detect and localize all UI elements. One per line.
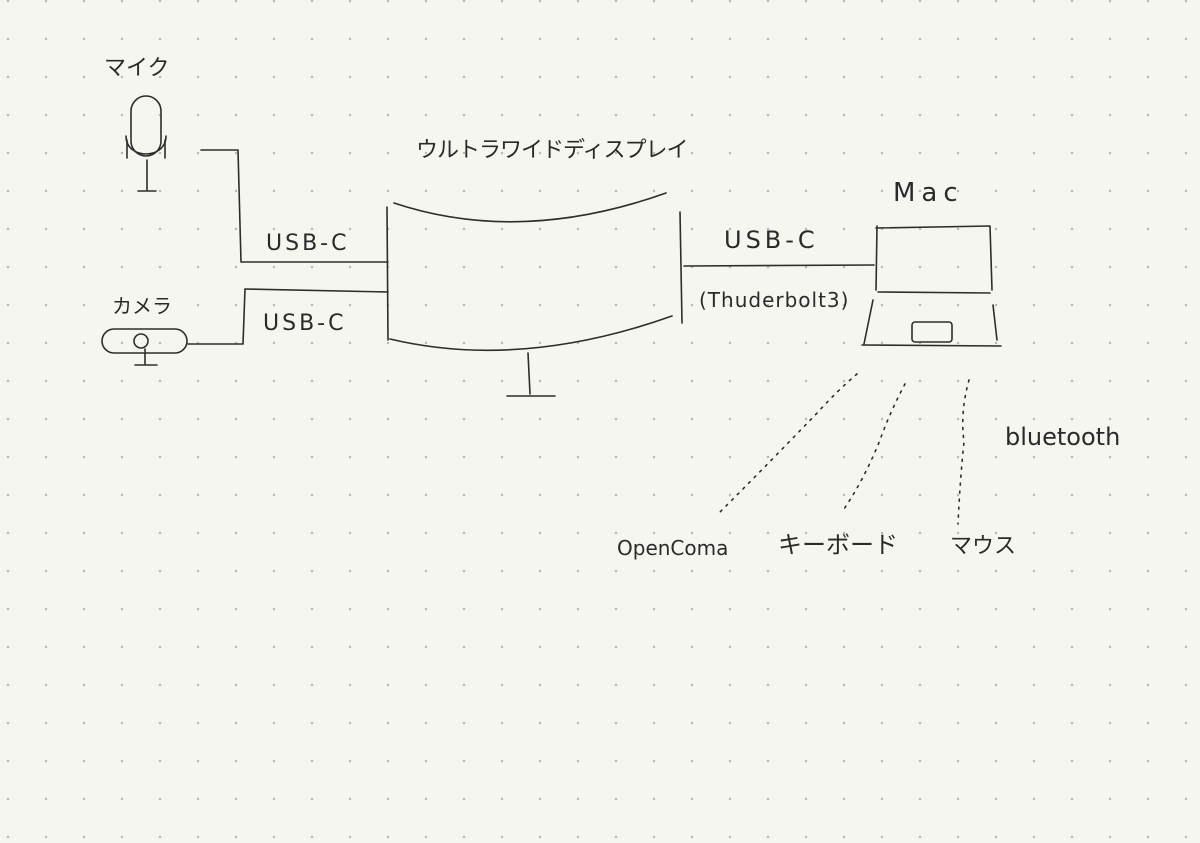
camera-icon: [101, 328, 188, 366]
bluetooth-link-mouse: [957, 379, 970, 525]
bluetooth-label: bluetooth: [1005, 423, 1121, 451]
thunderbolt-label: (Thuderbolt3): [699, 288, 850, 312]
device-opencoma-label: OpenComa: [617, 536, 729, 560]
camera-label: カメラ: [112, 294, 172, 318]
display-label: ウルトラワイドディスプレイ: [416, 138, 688, 163]
usbc-camera-label: USB-C: [263, 311, 347, 336]
usbc-mic-label: USB-C: [266, 231, 350, 256]
mic-label: マイク: [104, 56, 170, 81]
camera-cable: [187, 288, 389, 345]
device-mouse-label: マウス: [950, 534, 1017, 559]
device-keyboard-label: キーボード: [778, 531, 898, 559]
mac-label: Mac: [893, 178, 964, 208]
ultrawide-display-icon: [386, 192, 683, 397]
bluetooth-link-keyboard: [841, 383, 906, 513]
mac-laptop-icon: [861, 225, 1002, 347]
bluetooth-link-opencoma: [719, 373, 858, 513]
mic-cable: [200, 149, 389, 263]
mac-cable: [683, 264, 875, 267]
usbc-mac-label: USB-C: [724, 226, 819, 254]
microphone-icon: [125, 95, 167, 192]
